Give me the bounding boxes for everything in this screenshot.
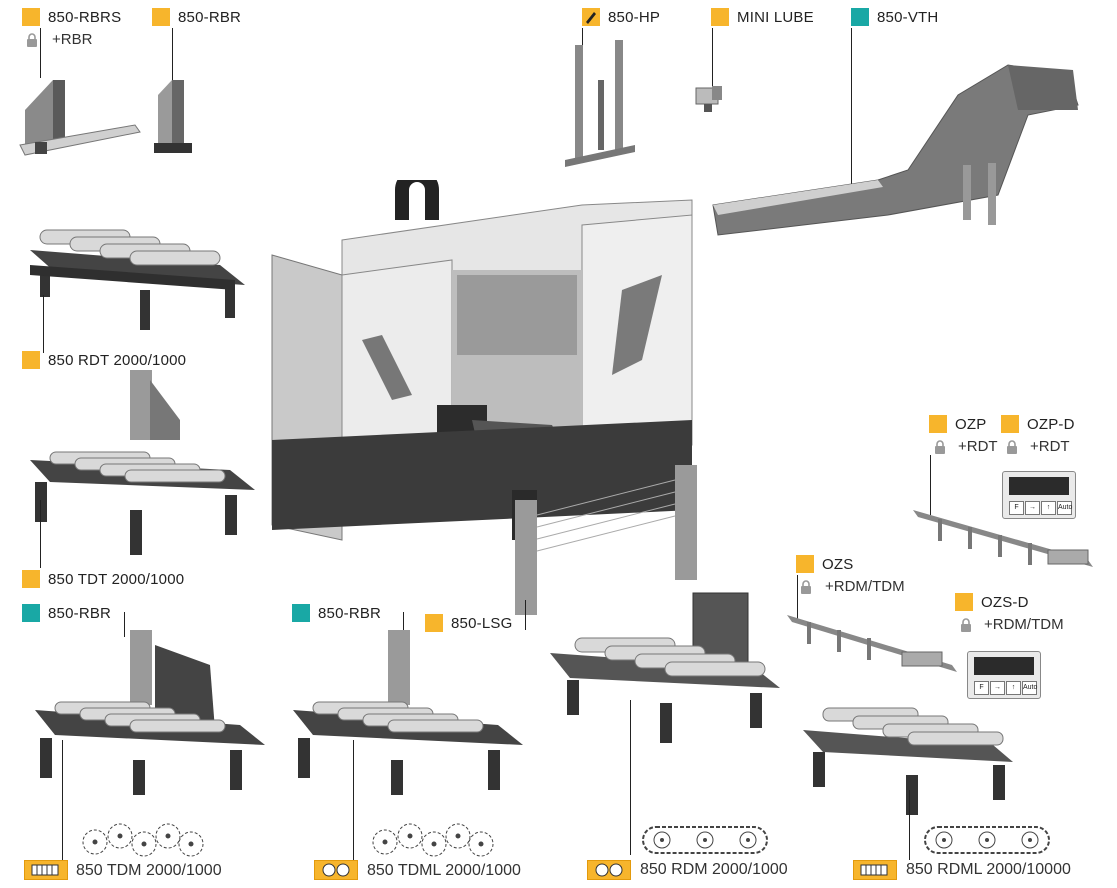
- rdm-roller-table-image: [550, 592, 780, 743]
- panel-key-up: ↑: [1006, 681, 1021, 695]
- rbrs-unit-image: [19, 80, 141, 156]
- yellow-marker: [22, 8, 40, 26]
- label-850-rdml: 850 RDML 2000/10000: [906, 861, 1071, 878]
- motor-icon: [853, 860, 897, 880]
- label-ozs-d: OZS-D: [955, 593, 1029, 611]
- label-850-tdm: 850 TDM 2000/1000: [76, 862, 222, 879]
- label-850-rbr-top: 850-RBR: [152, 8, 241, 26]
- ozp-d-control-panel: F → ↑ Auto: [1002, 471, 1076, 519]
- teal-marker: [22, 604, 40, 622]
- yellow-marker: [1001, 415, 1019, 433]
- gear-icon: [82, 823, 204, 857]
- label-mini-lube: MINI LUBE: [711, 8, 814, 26]
- yellow-marker: [22, 570, 40, 588]
- label-ozp: OZP: [929, 415, 986, 433]
- panel-key-f: F: [974, 681, 989, 695]
- label-ozs: OZS: [796, 555, 853, 573]
- panel-key-auto: Auto: [1022, 681, 1037, 695]
- yellow-marker: [796, 555, 814, 573]
- lock-icon: [1007, 440, 1017, 454]
- tdm-roller-table-image: [35, 630, 265, 795]
- label-850-tdt: 850 TDT 2000/1000: [22, 570, 184, 588]
- lock-icon: [961, 618, 971, 632]
- yellow-marker: [929, 415, 947, 433]
- label-850-rbrs: 850-RBRS: [22, 8, 121, 26]
- panel-key-up: ↑: [1041, 501, 1056, 515]
- rbr-unit-image: [154, 80, 192, 153]
- sublabel-rdt: +RDT: [958, 438, 998, 455]
- rollers-icon: [314, 860, 358, 880]
- label-850-tdml: 850 TDML 2000/1000: [367, 862, 521, 879]
- teal-marker: [851, 8, 869, 26]
- rdml-roller-table-image: [803, 707, 1013, 815]
- label-850-rbr-left: 850-RBR: [22, 604, 111, 622]
- panel-key-auto: Auto: [1057, 501, 1072, 515]
- sublabel-rdm-tdm-d: +RDM/TDM: [984, 616, 1064, 633]
- yellow-marker: [152, 8, 170, 26]
- sublabel-rdt-d: +RDT: [1030, 438, 1070, 455]
- panel-key-arrow: →: [990, 681, 1005, 695]
- label-ozp-d: OZP-D: [1001, 415, 1075, 433]
- yellow-marker: [425, 614, 443, 632]
- motor-icon: [24, 860, 68, 880]
- ozs-length-stop-image: [787, 615, 957, 672]
- hp-frame-image: [565, 40, 635, 167]
- tdml-roller-table-image: [293, 630, 523, 795]
- sublabel-rbr: +RBR: [52, 31, 93, 48]
- ozs-d-control-panel: F → ↑ Auto: [967, 651, 1041, 699]
- label-850-hp: 850-HP: [582, 8, 660, 26]
- label-850-rdt: 850 RDT 2000/1000: [22, 351, 186, 369]
- lock-icon: [801, 580, 811, 594]
- yellow-marker: [711, 8, 729, 26]
- mini-lube-unit-image: [695, 86, 722, 112]
- label-850-rdm: 850 RDM 2000/1000: [640, 861, 788, 878]
- chain-icon: [642, 826, 768, 854]
- label-850-vth: 850-VTH: [851, 8, 938, 26]
- sublabel-rdm-tdm: +RDM/TDM: [825, 578, 905, 595]
- panel-key-f: F: [1009, 501, 1024, 515]
- yellow-marker: [955, 593, 973, 611]
- teal-marker: [292, 604, 310, 622]
- ozp-length-stop-image: [913, 510, 1093, 567]
- vth-chip-conveyor-image: [712, 64, 1079, 236]
- tdt-roller-table-image: [30, 370, 255, 555]
- rollers-icon: [587, 860, 631, 880]
- lsg-light-barrier-image: [515, 465, 697, 615]
- yellow-marker: [22, 351, 40, 369]
- chain-icon: [924, 826, 1050, 854]
- pencil-icon: [582, 8, 600, 26]
- gear-icon: [372, 823, 494, 857]
- rdt-roller-table-image: [30, 229, 245, 330]
- label-850-rbr-mid: 850-RBR: [292, 604, 381, 622]
- lock-icon: [27, 33, 37, 47]
- label-850-lsg: 850-LSG: [425, 614, 512, 632]
- lock-icon: [935, 440, 945, 454]
- panel-key-arrow: →: [1025, 501, 1040, 515]
